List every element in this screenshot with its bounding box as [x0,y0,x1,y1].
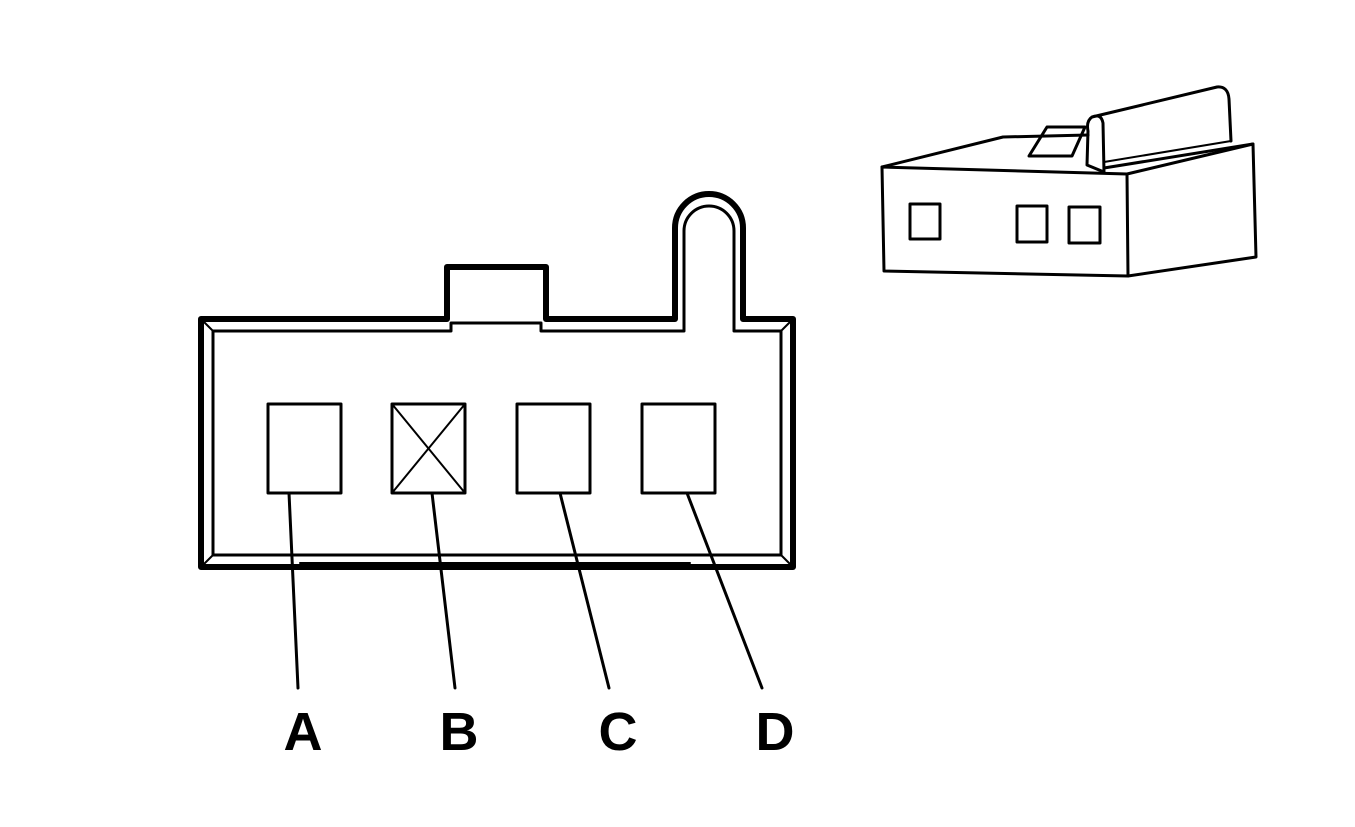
connector-front-view: A B C D [198,191,796,762]
connector-perspective-view [880,85,1258,278]
pin-label-b: B [440,702,479,762]
perspective-front-face [880,165,1130,278]
leader-line-d [685,491,764,690]
perspective-latch [1027,125,1087,158]
perspective-cavity-2 [1015,204,1049,244]
connector-inner-outline [211,204,783,557]
perspective-tab-ledge-2 [1103,140,1232,163]
cavity-d [640,402,717,495]
perspective-side-face [1125,142,1258,278]
cavity-c [515,402,592,495]
pin-label-c: C [599,702,638,762]
leader-line-c [558,491,611,690]
cavity-group [266,402,717,495]
connector-outer-shell [198,191,796,570]
perspective-tab-ledge [1102,142,1255,170]
connector-corner-lines [200,318,794,568]
cavity-b-plug-mark-2 [391,403,466,494]
leader-group [287,491,764,690]
leader-line-b [430,491,457,690]
cavity-b [390,402,467,495]
perspective-top-face [880,133,1090,169]
leader-line-a [287,491,300,690]
perspective-cavity-1 [908,202,942,241]
cavity-a [266,402,343,495]
pin-label-d: D [756,702,795,762]
perspective-lock-tab [1085,85,1233,174]
pin-label-group: A B C D [284,702,795,762]
perspective-cavity-3 [1067,205,1102,245]
pin-label-a: A [284,702,323,762]
